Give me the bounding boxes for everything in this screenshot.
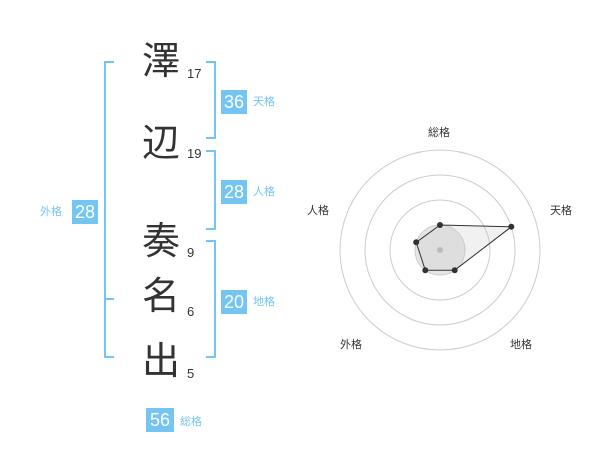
radar-ring-3 (364, 174, 516, 326)
chikaku-label: 地格 (253, 295, 275, 308)
name-char-4: 名 (141, 274, 180, 318)
name-char-3: 奏 (141, 219, 180, 263)
radar-axis-label-chikaku: 地格 (510, 338, 532, 351)
radar-center-disc (415, 225, 465, 275)
radar-value-polygon (415, 224, 513, 271)
radar-ring-4 (339, 149, 541, 351)
gaikaku-bracket-split (104, 298, 114, 300)
radar-axis-label-soukaku: 総格 (428, 126, 450, 139)
jinkaku-bracket (206, 150, 216, 230)
radar-point-3 (451, 267, 458, 274)
name-char-2: 辺 (141, 121, 180, 165)
radar-point-4 (422, 267, 429, 274)
jinkaku-value: 28 (221, 180, 247, 204)
tenkaku-value: 36 (221, 90, 247, 114)
name-char-1: 澤 (141, 39, 180, 83)
chikaku-bracket (206, 240, 216, 358)
radar-point-1 (437, 222, 443, 228)
stroke-count-1: 17 (187, 66, 202, 81)
stroke-count-3: 9 (187, 245, 195, 260)
gaikaku-value: 28 (72, 200, 98, 224)
gaikaku-bracket (104, 61, 114, 358)
radar-axis-label-gaikaku: 外格 (340, 338, 362, 351)
soukaku-label: 総格 (180, 415, 202, 428)
radar-point-5 (413, 239, 420, 246)
stroke-count-2: 19 (187, 146, 202, 161)
radar-point-2 (508, 223, 515, 230)
soukaku-value: 56 (146, 408, 174, 432)
radar-ring-1 (414, 224, 466, 276)
stroke-count-5: 5 (187, 366, 195, 381)
chikaku-value: 20 (221, 290, 247, 314)
name-char-5: 出 (141, 339, 180, 383)
gaikaku-label: 外格 (40, 205, 62, 218)
stroke-count-4: 6 (187, 304, 195, 319)
radar-axis-label-jinkaku: 人格 (307, 204, 329, 217)
radar-axis-label-tenkaku: 天格 (550, 204, 572, 217)
tenkaku-label: 天格 (253, 95, 275, 108)
jinkaku-label: 人格 (253, 185, 275, 198)
tenkaku-bracket (206, 61, 216, 139)
radar-center-dot (437, 247, 443, 253)
radar-ring-2 (389, 199, 491, 301)
